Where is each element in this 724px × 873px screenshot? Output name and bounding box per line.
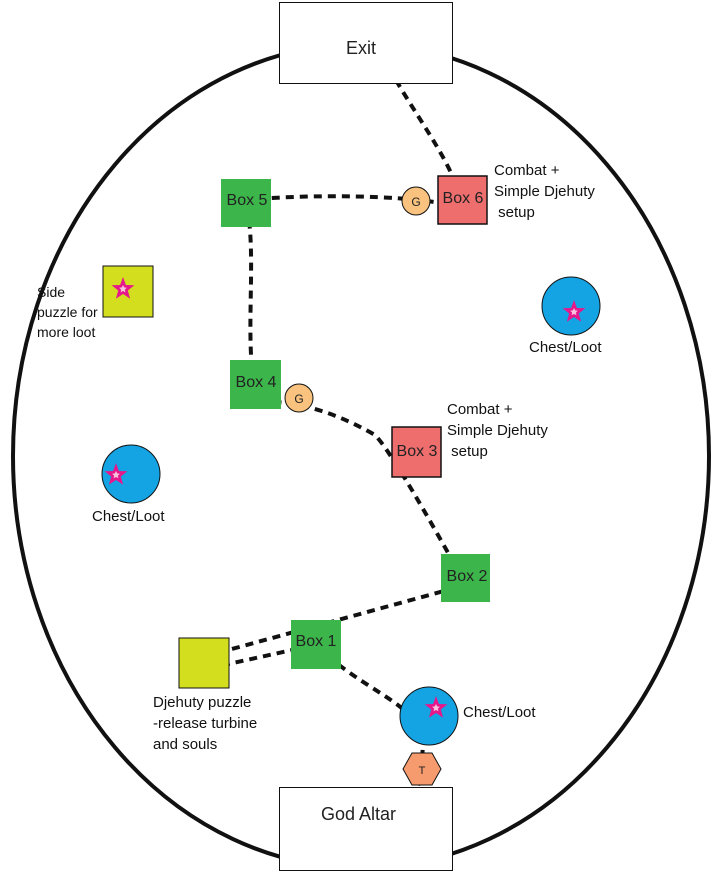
star-icon [562,300,586,322]
god-altar-room [279,787,453,871]
box-3-label: Box 3 [396,443,438,460]
star-icon [104,463,128,485]
box-6-label: Box 6 [442,190,484,207]
box-3 [391,426,442,478]
star-center [112,471,120,479]
combat-box3-label: Combat + Simple Djehuty setup [447,401,548,460]
guard-marker-lower-label: G [294,392,303,406]
god-altar-label: God Altar [321,804,397,824]
guard-marker-upper [401,186,431,216]
box-5-label: Box 5 [226,192,268,209]
chest-right-circle [541,276,601,336]
box-5 [221,179,271,227]
chest-left-circle [101,444,161,504]
chest-right-label: Chest/Loot [529,339,602,356]
chest-left-label: Chest/Loot [92,508,165,525]
star-center [570,308,578,316]
star-icon [111,277,135,299]
exit-room [279,2,453,84]
djehuty-puzzle-box [178,637,230,689]
box-6 [437,175,488,225]
star-icon [424,696,448,718]
star-center [432,704,440,712]
box-4 [230,360,281,409]
exit-label: Exit [346,38,377,58]
box-2-label: Box 2 [446,568,488,585]
turbine-marker-hex [402,752,442,786]
box-2 [441,554,490,602]
chest-bottom-label: Chest/Loot [463,704,536,721]
guard-marker-lower [284,383,314,413]
side-puzzle-label: Side puzzle for more loot [37,284,98,340]
box-4-label: Box 4 [235,374,277,391]
combat-box6-label: Combat + Simple Djehuty setup [494,162,595,221]
turbine-marker-label: T [419,765,426,777]
box-1-label: Box 1 [295,633,337,650]
djehuty-puzzle-label: Djehuty puzzle -release turbine and soul… [153,694,258,753]
box-1 [291,620,341,669]
guard-marker-upper-label: G [411,195,420,209]
star-center [119,285,127,293]
chest-bottom-circle [399,686,459,746]
